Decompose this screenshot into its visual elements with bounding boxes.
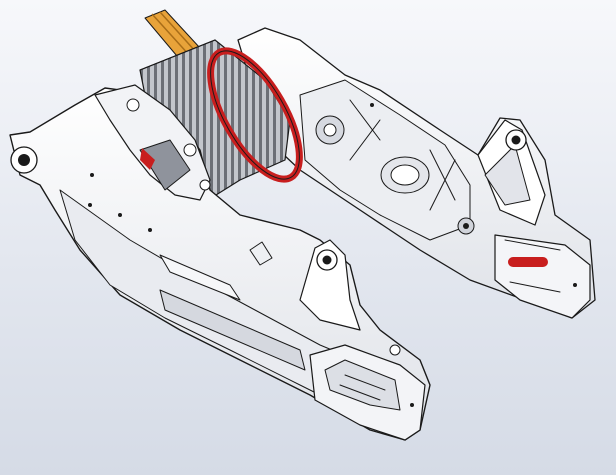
cable-part[interactable]	[144, 9, 201, 63]
slot-marker	[508, 257, 548, 267]
left-arm-part[interactable]	[9, 84, 431, 441]
right-arm-part[interactable]	[237, 27, 596, 319]
